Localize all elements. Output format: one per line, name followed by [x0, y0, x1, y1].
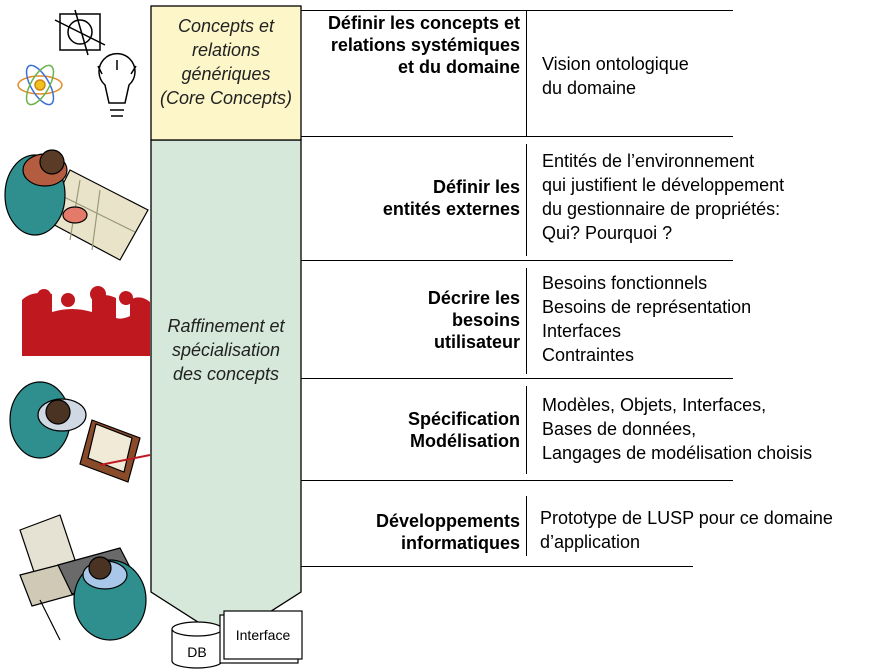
db-label: DB — [187, 644, 207, 660]
step-development: Développements informatiques — [375, 511, 520, 553]
meeting-silhouette-icon — [22, 286, 150, 356]
row-separator — [301, 566, 693, 567]
description-row-1: Vision ontologique du domaine — [542, 54, 689, 98]
science-idea-icon — [17, 9, 137, 117]
person-writing-icon — [9, 381, 151, 483]
description-row-5: Prototype de LUSP pour ce domaine d’appl… — [540, 508, 833, 552]
interface-window-icon — [219, 610, 303, 664]
column-separator — [526, 496, 527, 556]
refinement-label: Raffinement et spécialisation des concep… — [167, 316, 285, 384]
core-concepts-box — [150, 5, 302, 141]
database-icon — [171, 621, 223, 669]
refinement-arrow — [150, 139, 302, 641]
person-drafting-icon — [4, 149, 149, 261]
column-separator — [526, 386, 527, 474]
step-define-concepts: Définir les concepts et relations systém… — [327, 13, 520, 77]
row-separator — [301, 260, 733, 261]
interface-label: Interface — [235, 627, 291, 643]
step-external-entities: Définir les entités externes — [382, 177, 520, 219]
person-at-computer-icon — [19, 514, 147, 641]
row-separator — [301, 136, 733, 137]
step-specification: Spécification Modélisation — [407, 409, 520, 451]
row-separator — [301, 10, 733, 11]
core-concepts-label: Concepts et relations génériques (Core C… — [159, 16, 293, 108]
description-row-2: Entités de l’environnement qui justifien… — [542, 151, 785, 243]
row-separator — [301, 480, 733, 481]
column-separator — [526, 144, 527, 256]
row-separator — [301, 378, 733, 379]
description-row-3: Besoins fonctionnels Besoins de représen… — [542, 273, 752, 365]
column-separator — [526, 10, 527, 136]
column-separator — [526, 268, 527, 374]
step-user-needs: Décrire les besoins utilisateur — [427, 288, 520, 352]
description-row-4: Modèles, Objets, Interfaces, Bases de do… — [542, 395, 813, 463]
